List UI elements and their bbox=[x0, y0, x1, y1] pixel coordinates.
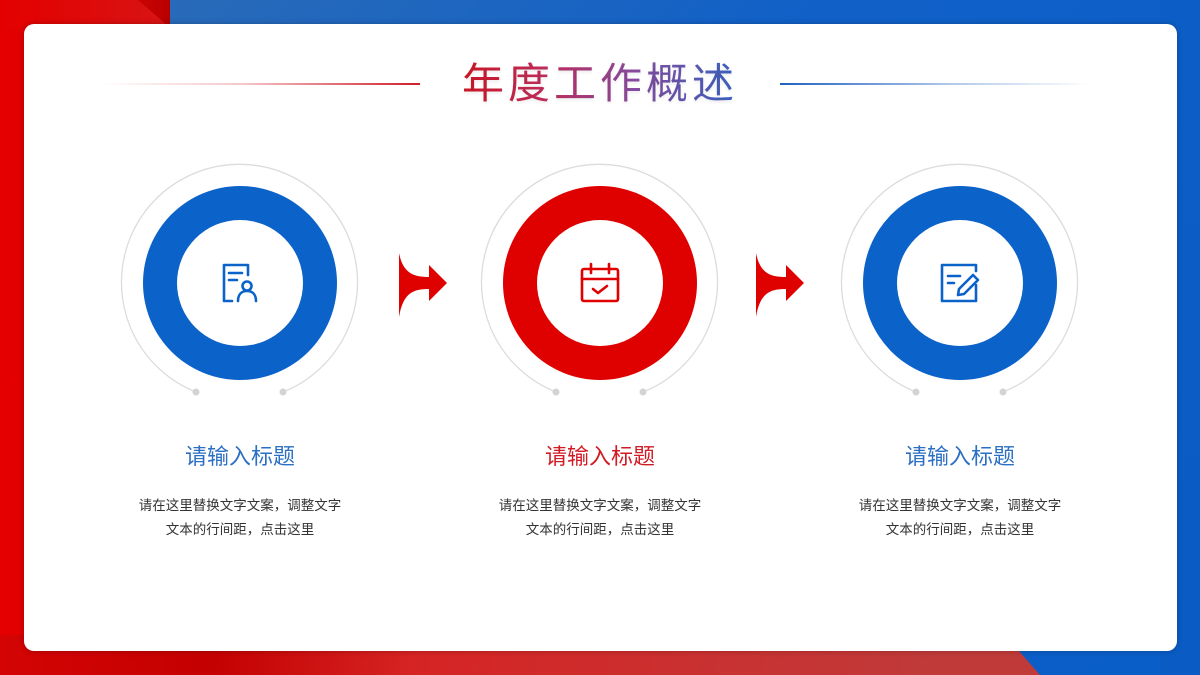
arrow-right-icon bbox=[399, 253, 447, 317]
step-card-1: 请输入标题 请在这里替换文字文案，调整文字 文本的行间距，点击这里 bbox=[110, 160, 370, 560]
step-card-3: 请输入标题 请在这里替换文字文案，调整文字 文本的行间距，点击这里 bbox=[830, 160, 1090, 560]
step-description-line-1: 请在这里替换文字文案，调整文字 bbox=[138, 498, 342, 514]
step-ring-center bbox=[897, 220, 1023, 346]
step-description-line-1: 请在这里替换文字文案，调整文字 bbox=[498, 498, 702, 514]
title-divider-left bbox=[100, 83, 420, 85]
document-edit-icon[interactable] bbox=[938, 261, 982, 305]
title-divider-right bbox=[780, 83, 1090, 85]
step-title[interactable]: 请输入标题 bbox=[904, 445, 1015, 470]
step-ring-center bbox=[177, 220, 303, 346]
orbit-arc bbox=[840, 163, 1079, 396]
calendar-check-icon[interactable] bbox=[578, 261, 622, 305]
step-description-line-2: 文本的行间距，点击这里 bbox=[165, 522, 315, 538]
step-description-line-2: 文本的行间距，点击这里 bbox=[885, 522, 1035, 538]
step-ring bbox=[863, 186, 1057, 380]
step-title[interactable]: 请输入标题 bbox=[544, 445, 655, 470]
step-description[interactable]: 请在这里替换文字文案，调整文字 文本的行间距，点击这里 bbox=[120, 494, 360, 542]
step-description-line-2: 文本的行间距，点击这里 bbox=[525, 522, 675, 538]
step-description[interactable]: 请在这里替换文字文案，调整文字 文本的行间距，点击这里 bbox=[480, 494, 720, 542]
document-user-icon[interactable] bbox=[218, 261, 262, 305]
step-ring bbox=[503, 186, 697, 380]
orbit-arc bbox=[120, 163, 359, 396]
step-description[interactable]: 请在这里替换文字文案，调整文字 文本的行间距，点击这里 bbox=[840, 494, 1080, 542]
step-ring-center bbox=[537, 220, 663, 346]
step-ring bbox=[143, 186, 337, 380]
arrow-right-icon bbox=[756, 253, 804, 317]
title-row: 年度工作概述 bbox=[0, 55, 1200, 115]
step-title[interactable]: 请输入标题 bbox=[184, 445, 295, 470]
page-title[interactable]: 年度工作概述 bbox=[450, 55, 750, 115]
orbit-arc bbox=[480, 163, 719, 396]
step-card-2: 请输入标题 请在这里替换文字文案，调整文字 文本的行间距，点击这里 bbox=[470, 160, 730, 560]
step-description-line-1: 请在这里替换文字文案，调整文字 bbox=[858, 498, 1062, 514]
